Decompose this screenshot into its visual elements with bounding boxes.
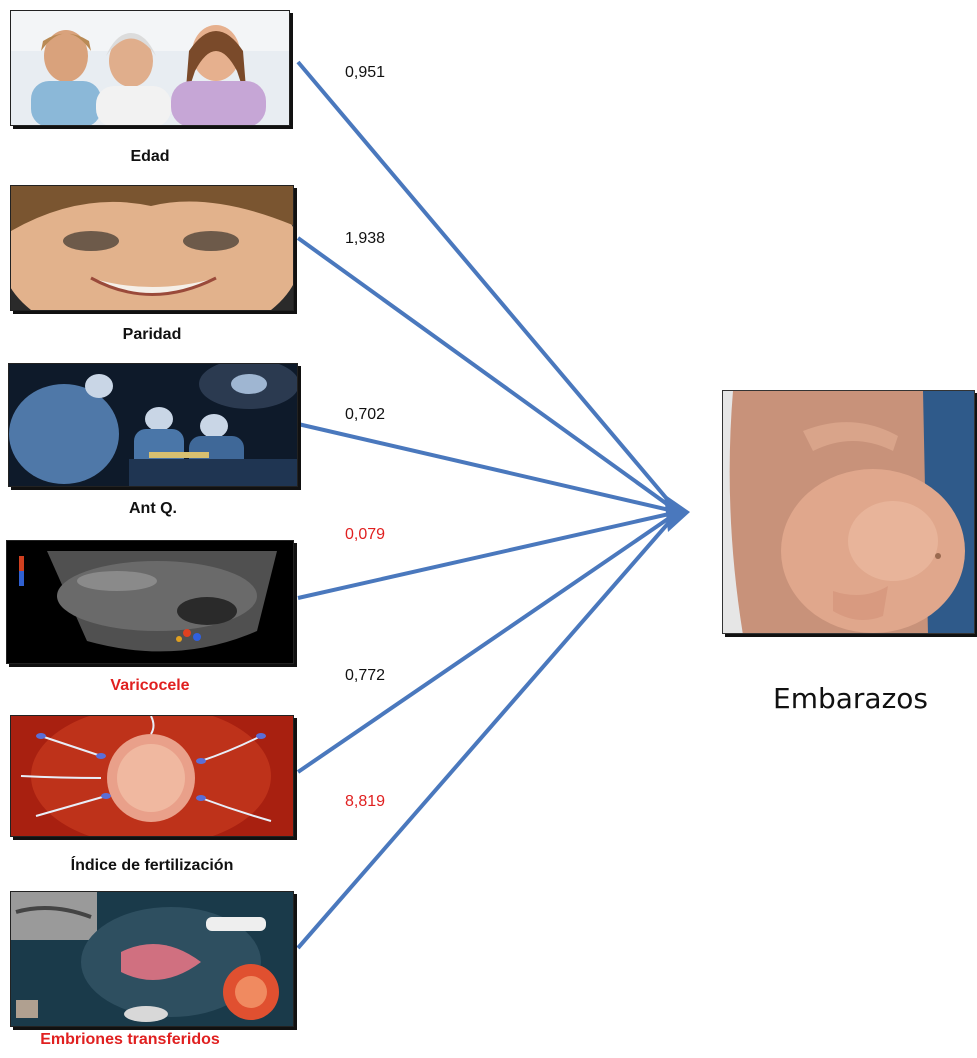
arrowhead xyxy=(664,494,690,532)
ultrasound-photo xyxy=(6,540,294,664)
coef-edad: 0,951 xyxy=(345,64,385,82)
factor-label-fertilizacion: Índice de fertilización xyxy=(10,857,294,875)
arrow-ant-q xyxy=(298,424,678,512)
coef-paridad: 1,938 xyxy=(345,230,385,248)
coef-varicocele: 0,079 xyxy=(345,526,385,544)
arrow-paridad xyxy=(298,238,678,512)
coef-fertilizacion: 0,772 xyxy=(345,667,385,685)
arrow-varicocele xyxy=(298,512,678,598)
target-label: Embarazos xyxy=(773,682,928,715)
pregnant-belly-photo xyxy=(722,390,975,634)
coef-embriones: 8,819 xyxy=(345,793,385,811)
arrow-edad xyxy=(298,62,678,512)
factor-label-paridad: Paridad xyxy=(10,326,294,344)
factor-label-ant-q: Ant Q. xyxy=(8,500,298,518)
coef-ant-q: 0,702 xyxy=(345,406,385,424)
child-face-photo xyxy=(10,185,294,311)
factor-label-edad: Edad xyxy=(10,148,290,166)
factor-label-embriones: Embriones transferidos xyxy=(0,1031,260,1049)
fertilization-photo xyxy=(10,715,294,837)
arrow-embriones xyxy=(298,512,678,948)
embryo-transfer-photo xyxy=(10,891,294,1027)
surgery-photo xyxy=(8,363,298,487)
family-photo xyxy=(10,10,290,126)
factor-label-varicocele: Varicocele xyxy=(6,677,294,695)
